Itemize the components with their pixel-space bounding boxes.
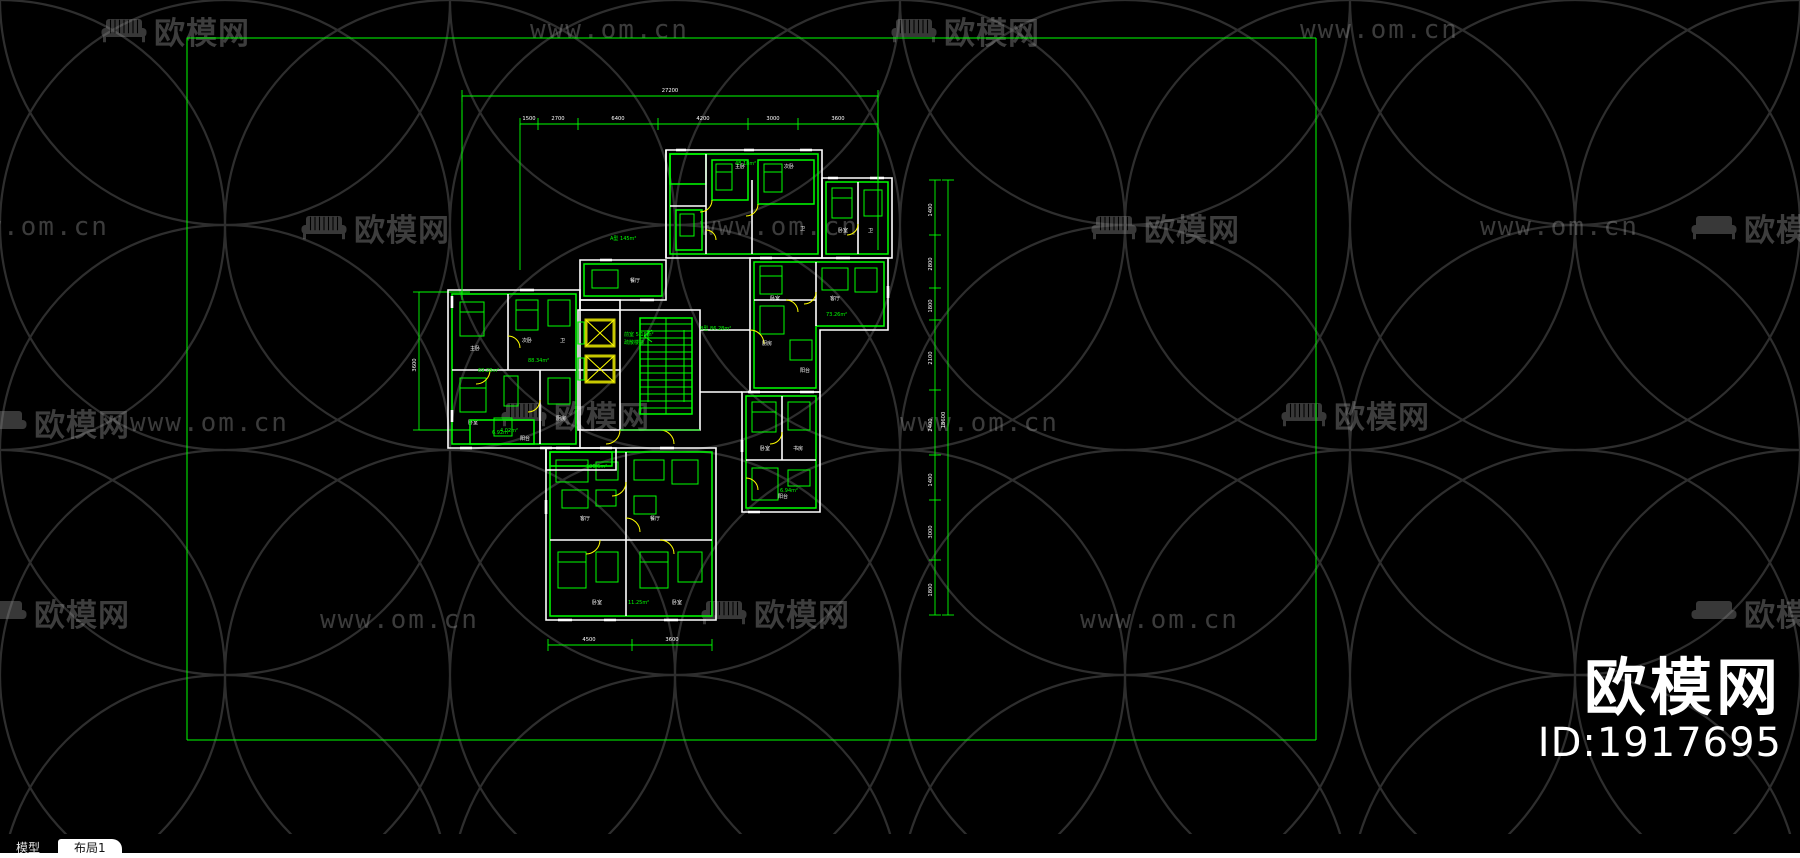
brand-id: ID:1917695 [1537,720,1782,766]
svg-text:卫: 卫 [800,226,805,232]
svg-text:3600: 3600 [831,116,844,122]
unit-west: 主卧 次卧 卫 卧室 厨房 88.34m² 4.02m² [447,288,581,450]
svg-text:餐厅: 餐厅 [650,515,660,522]
svg-text:卫: 卫 [868,228,873,234]
svg-text:次卧: 次卧 [522,337,532,344]
svg-text:书房: 书房 [793,445,803,452]
drawing-frame [186,37,1317,741]
svg-text:卧室: 卧室 [760,445,770,452]
svg-text:前室 5.16m²: 前室 5.16m² [624,331,654,338]
unit-northeast: 卧室 卫 [821,176,893,259]
svg-text:厨房: 厨房 [556,415,566,422]
unit-north: 主卧 次卧 卫 48.18m² [665,148,823,259]
svg-text:18600: 18600 [941,412,947,429]
svg-text:2800: 2800 [928,257,934,270]
floor-plan-geometry: 主卧 次卧 卫 48.18m² 卧室 卫 [447,110,893,622]
right-dimension-chain: 1400 2800 1800 2100 2400 1400 3000 1800 … [928,179,954,616]
brand-name: 欧模网 [1583,650,1782,724]
svg-text:主卧: 主卧 [470,345,480,352]
unit-southeast: 卧室 书房 阳台 6.94m² [740,390,821,514]
svg-text:88.34m²: 88.34m² [528,358,549,364]
svg-text:卧室: 卧室 [672,599,682,606]
svg-text:B型 86.28m²: B型 86.28m² [700,325,731,332]
svg-text:疏散楼梯: 疏散楼梯 [624,339,644,346]
svg-text:客厅: 客厅 [580,515,590,522]
svg-text:4500: 4500 [582,637,595,643]
svg-text:1800: 1800 [928,299,934,312]
svg-text:4200: 4200 [696,116,709,122]
svg-text:1500: 1500 [522,116,535,122]
svg-text:3600: 3600 [412,358,418,371]
unit-northwest: 餐厅 [579,258,667,302]
svg-text:6400: 6400 [611,116,624,122]
svg-text:6.94m²: 6.94m² [780,488,798,494]
left-dimension-chain: 3600 [412,291,470,431]
brand-watermark: 欧模网 ID:1917695 [1538,655,1782,766]
svg-text:1400: 1400 [928,473,934,486]
svg-text:客厅: 客厅 [830,295,840,302]
unit-southwest: 6.92m² 阳台 [469,419,617,471]
svg-text:106.6m²: 106.6m² [586,464,607,470]
svg-text:厨房: 厨房 [762,340,772,347]
unit-south-central: 客厅 餐厅 卧室 卧室 106.6m² 11.25m² [544,446,717,622]
elevator-shaft [577,318,616,384]
svg-text:阳台: 阳台 [520,435,530,442]
svg-text:卧室: 卧室 [592,599,602,606]
svg-text:1400: 1400 [928,203,934,216]
svg-text:6.92m²: 6.92m² [492,430,510,436]
svg-text:餐厅: 餐厅 [630,277,640,284]
svg-text:3600: 3600 [665,637,678,643]
svg-text:3000: 3000 [766,116,779,122]
svg-text:卫: 卫 [560,338,565,344]
svg-text:69.28m²: 69.28m² [478,368,499,374]
svg-text:卧室: 卧室 [838,227,848,234]
svg-text:卧室: 卧室 [770,295,780,302]
tabbar-underline [0,853,1800,858]
svg-text:11.25m²: 11.25m² [628,600,649,606]
svg-text:阳台: 阳台 [778,493,788,500]
svg-text:1800: 1800 [928,583,934,596]
svg-text:3000: 3000 [928,525,934,538]
svg-text:73.26m²: 73.26m² [826,312,847,318]
svg-text:次卧: 次卧 [784,163,794,170]
svg-text:阳台: 阳台 [800,367,810,374]
svg-text:2700: 2700 [551,116,564,122]
svg-text:2400: 2400 [928,418,934,431]
svg-text:2100: 2100 [928,351,934,364]
bottom-dimension-chain: 4500 3600 [547,637,713,651]
svg-text:A型 145m²: A型 145m² [610,235,636,242]
unit-east: 卧室 客厅 厨房 阳台 73.26m² [749,256,890,393]
layout-tab-bar[interactable]: 模型 布局1 [0,834,1800,858]
svg-text:48.18m²: 48.18m² [735,161,756,167]
svg-text:27200: 27200 [662,88,679,94]
core-elevator-stair: 前室 5.16m² 疏散楼梯 [577,309,701,445]
